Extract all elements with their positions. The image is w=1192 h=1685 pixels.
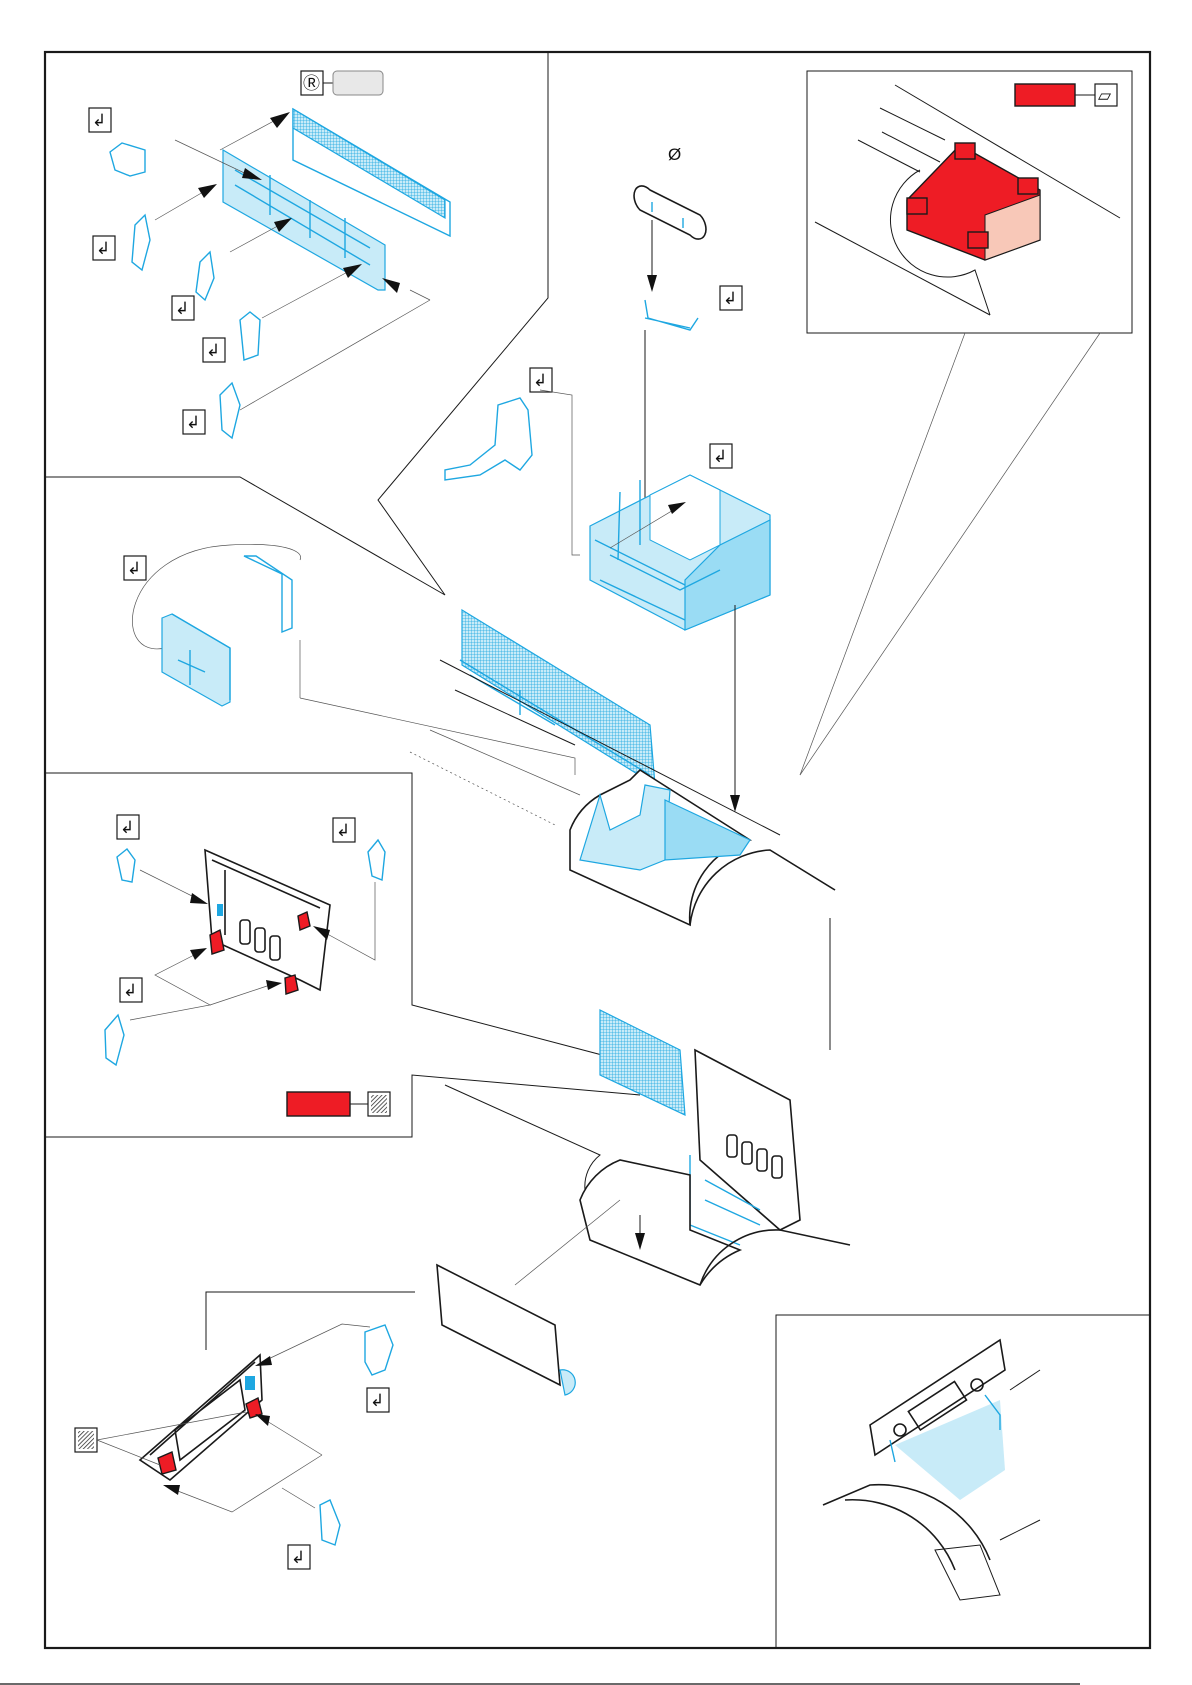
bend-symbol: ↲ xyxy=(124,556,146,580)
bend-icon: ↲ xyxy=(533,371,547,390)
bend-symbol: ↲ xyxy=(89,108,111,132)
pe-bracket-part xyxy=(244,556,292,632)
pe-bracket-part xyxy=(365,1325,393,1375)
bend-icon: ↲ xyxy=(123,981,137,1000)
step-top-left: Ⓡ ↲ ↲ ↲ ↲ ↲ xyxy=(45,52,548,595)
bend-symbol: ↲ xyxy=(710,444,732,468)
bend-icon: ↲ xyxy=(206,341,220,360)
pe-hinge-part xyxy=(196,252,214,300)
bend-icon: ↲ xyxy=(186,413,200,432)
red-hinge-mark xyxy=(285,975,298,994)
texture-icon xyxy=(371,1095,387,1113)
pe-bracket-part xyxy=(117,849,135,882)
door-panel xyxy=(205,850,330,990)
pe-hinge-part xyxy=(105,1015,124,1065)
bend-symbol: ↲ xyxy=(203,338,225,362)
bend-icon: ↲ xyxy=(723,289,737,308)
bend-icon: ↲ xyxy=(291,1548,305,1567)
red-resin-part xyxy=(907,143,1040,260)
bend-icon: ↲ xyxy=(713,447,727,466)
step-top-right: ▱ xyxy=(800,71,1132,775)
resin-icon: Ⓡ xyxy=(303,74,320,93)
red-hinge-mark xyxy=(298,912,310,930)
step-fuselage-2 xyxy=(445,1010,850,1285)
pe-bracket-part xyxy=(240,312,260,360)
bend-symbol: ↲ xyxy=(120,978,142,1002)
bend-icon: ↲ xyxy=(370,1391,384,1410)
resin-label xyxy=(333,71,383,95)
bend-symbol: ↲ xyxy=(117,815,139,839)
paint-label-red xyxy=(1015,84,1075,106)
pe-side-wall xyxy=(600,1010,685,1115)
bend-icon: ↲ xyxy=(127,559,141,578)
bend-symbol: ↲ xyxy=(183,410,205,434)
pe-hinge-part xyxy=(132,215,150,270)
bend-icon: ↲ xyxy=(175,299,189,318)
step-bottom-right xyxy=(776,1315,1150,1648)
bend-symbol: ↲ xyxy=(93,236,115,260)
pe-blue-mark xyxy=(245,1376,255,1390)
bend-symbol: ↲ xyxy=(720,286,742,310)
pe-cockpit-box xyxy=(590,475,770,630)
step-bottom-left: ↲ ↲ xyxy=(75,1265,575,1569)
pe-hinge-part xyxy=(220,383,240,438)
bend-icon: ↲ xyxy=(336,821,350,840)
cover-panel xyxy=(437,1265,575,1395)
pe-blue-mark xyxy=(217,904,223,916)
pe-hinge-part xyxy=(320,1500,340,1545)
bend-icon: ↲ xyxy=(120,818,134,837)
texture-icon xyxy=(78,1431,94,1449)
fuselage-section xyxy=(570,770,835,1050)
remove-icon: Ø xyxy=(668,145,681,164)
bend-symbol: ↲ xyxy=(530,368,552,392)
kit-pin-part xyxy=(634,186,706,239)
step-fuselage-1 xyxy=(410,610,835,1050)
bend-symbol: ↲ xyxy=(288,1545,310,1569)
pe-frame-part xyxy=(445,398,532,480)
paint-label-red xyxy=(287,1092,350,1116)
bend-symbol: ↲ xyxy=(367,1388,389,1412)
pe-bracket-part xyxy=(110,143,145,176)
sand-icon: ▱ xyxy=(1098,86,1112,105)
pe-side-wall xyxy=(460,610,655,785)
bend-symbol: ↲ xyxy=(333,818,355,842)
pe-bracket-part xyxy=(368,840,385,880)
step-middle-left-door: ↲ ↲ ↲ xyxy=(45,773,640,1137)
bend-icon: ↲ xyxy=(92,111,106,130)
pe-bracket-part xyxy=(645,300,698,330)
bend-symbol: ↲ xyxy=(172,296,194,320)
bend-icon: ↲ xyxy=(96,239,110,258)
